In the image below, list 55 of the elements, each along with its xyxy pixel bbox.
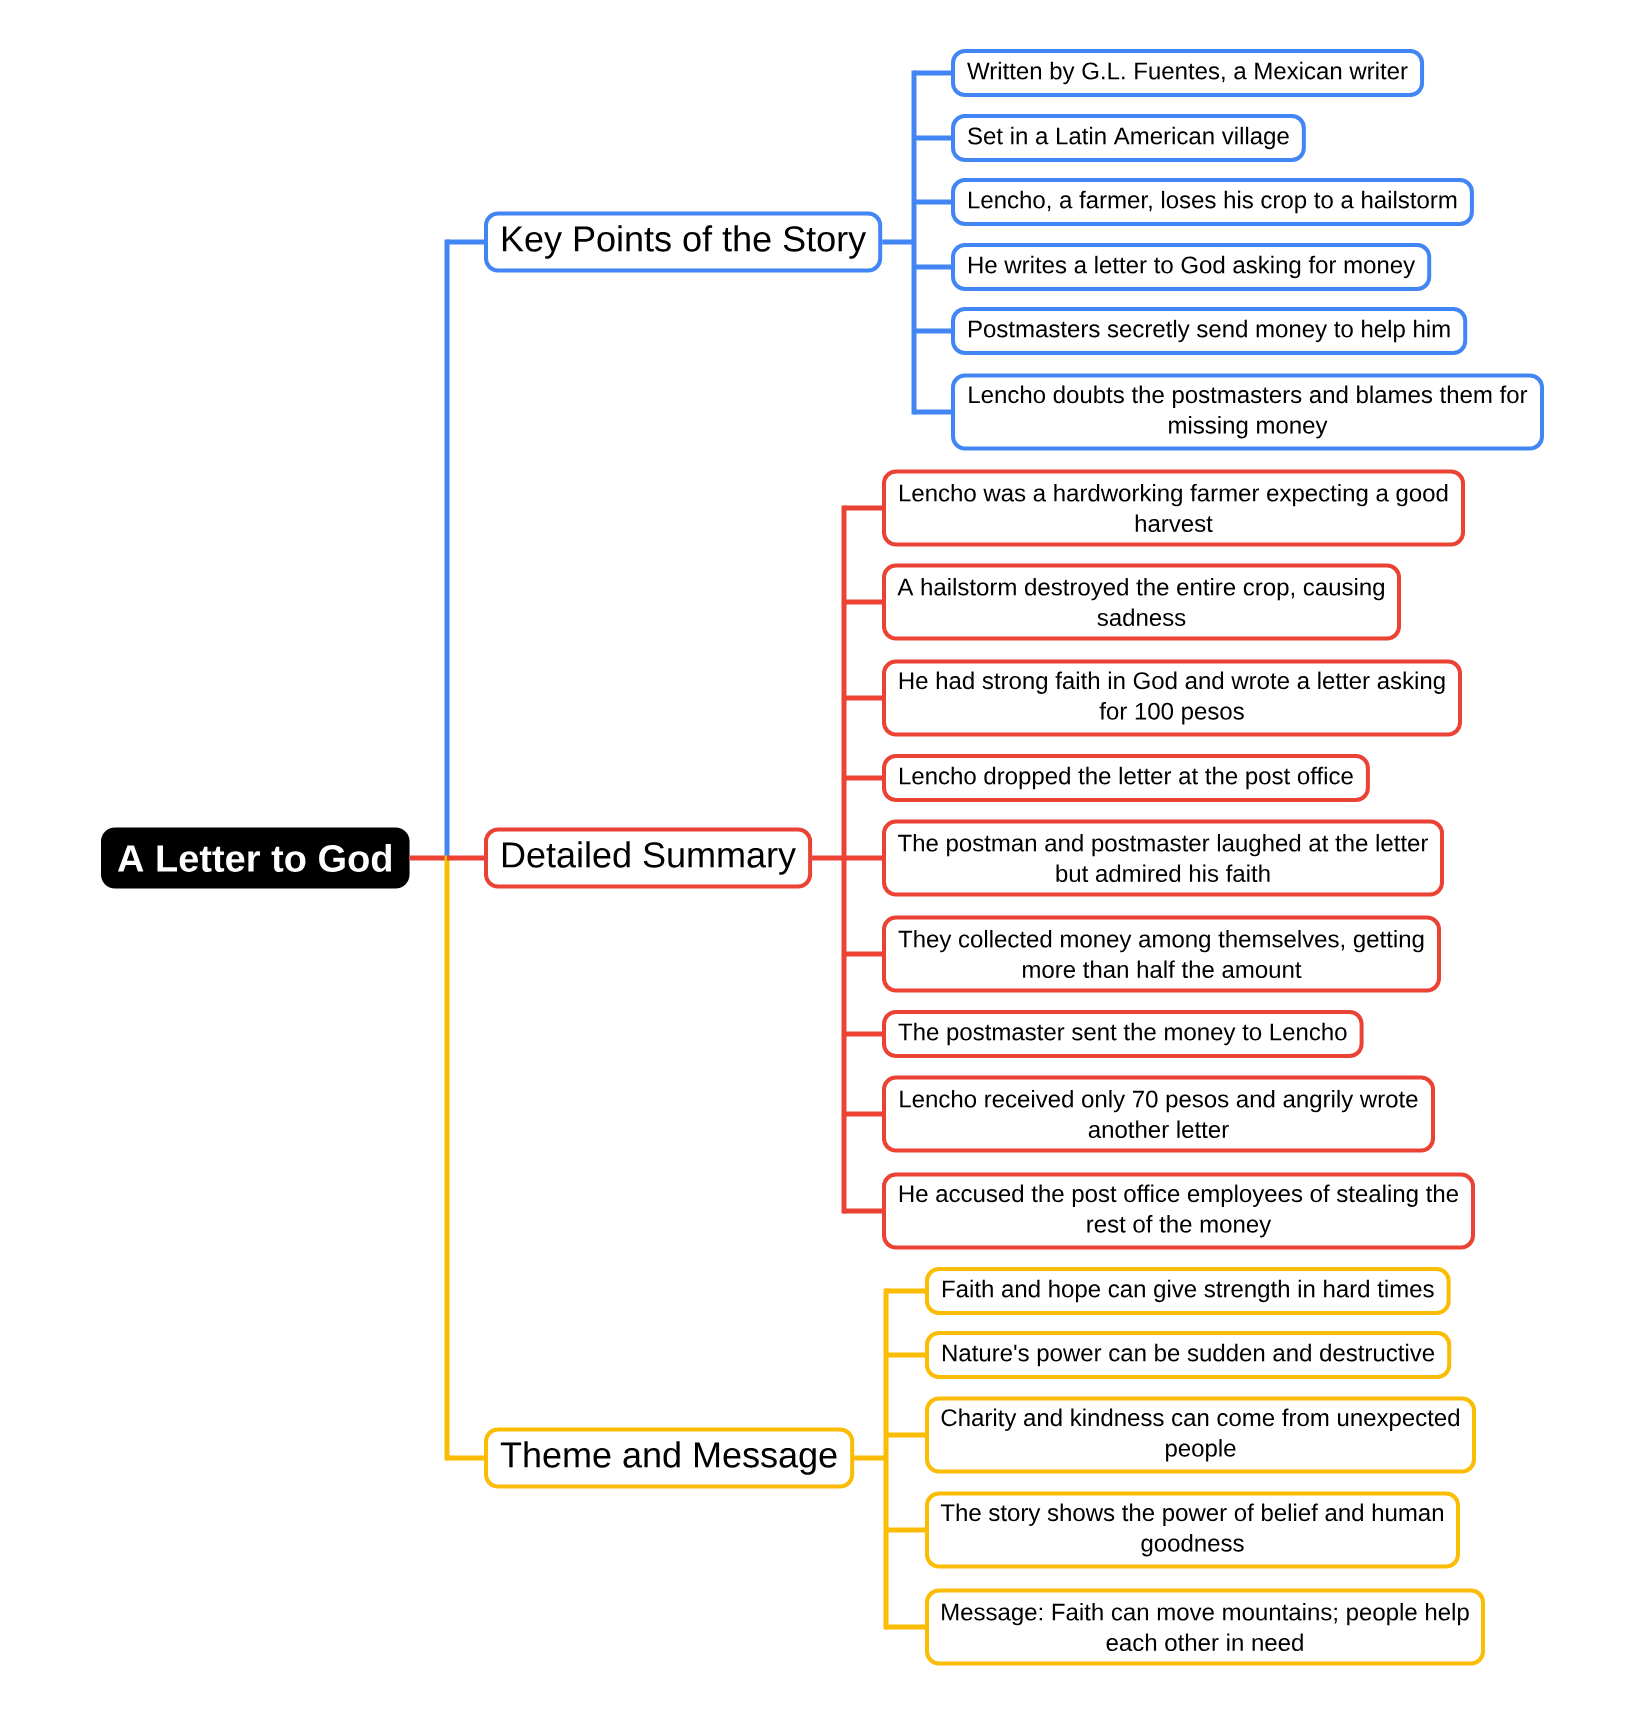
point-box: Lencho dropped the letter at the post office — [882, 754, 1370, 802]
point-box: Nature's power can be sudden and destructive — [925, 1331, 1452, 1379]
connector-line — [444, 855, 450, 1461]
point-box: Faith and hope can give strength in hard times — [925, 1267, 1451, 1315]
connector-line — [914, 199, 951, 205]
connector-line — [844, 855, 882, 861]
connector-line — [844, 1208, 882, 1214]
branch-box: Theme and Message — [484, 1427, 855, 1489]
connector-line — [914, 264, 951, 270]
point-box: Postmasters secretly send money to help him — [951, 307, 1468, 355]
point-box: The story shows the power of belief and human goodness — [925, 1491, 1460, 1569]
connector-line — [447, 1455, 484, 1461]
connector-line — [844, 695, 882, 701]
point-box: He had strong faith in God and wrote a letter asking for 100 pesos — [882, 659, 1462, 737]
connector-line — [844, 775, 882, 781]
connector-line — [886, 1352, 925, 1358]
connector-line — [844, 1111, 882, 1117]
connector-line — [914, 135, 951, 141]
point-box: Message: Faith can move mountains; people help each other in need — [925, 1588, 1485, 1666]
point-box: Lencho, a farmer, loses his crop to a hailstorm — [951, 178, 1474, 226]
topic-box: A Letter to God — [101, 827, 410, 889]
connector-line — [812, 855, 844, 861]
connector-line — [911, 70, 917, 415]
point-box: Lencho received only 70 pesos and angrily wrote another letter — [882, 1075, 1435, 1153]
point-box: Lencho doubts the postmasters and blames them for missing money — [951, 373, 1544, 451]
connector-line — [882, 239, 914, 245]
connector-line — [841, 505, 847, 1214]
connector-line — [914, 328, 951, 334]
point-box: He accused the post office employees of stealing the rest of the money — [882, 1172, 1475, 1250]
connector-line — [409, 855, 447, 861]
point-box: The postman and postmaster laughed at the letter but admired his faith — [882, 819, 1444, 897]
connector-line — [447, 855, 484, 861]
connector-line — [914, 70, 951, 76]
branch-box: Key Points of the Story — [484, 211, 883, 273]
connector-line — [883, 1288, 889, 1630]
connector-line — [886, 1527, 925, 1533]
connector-line — [844, 951, 882, 957]
point-box: He writes a letter to God asking for money — [951, 243, 1432, 291]
point-box: Lencho was a hardworking farmer expecting a good harvest — [882, 469, 1465, 547]
connector-line — [886, 1288, 925, 1294]
connector-line — [886, 1624, 925, 1630]
connector-line — [886, 1432, 925, 1438]
point-box: The postmaster sent the money to Lencho — [882, 1010, 1364, 1058]
connector-line — [844, 505, 882, 511]
point-box: Set in a Latin American village — [951, 114, 1306, 162]
point-box: Charity and kindness can come from unexpected people — [925, 1396, 1476, 1474]
connector-line — [854, 1455, 886, 1461]
point-box: Written by G.L. Fuentes, a Mexican writer — [951, 49, 1425, 97]
connector-line — [844, 599, 882, 605]
branch-box: Detailed Summary — [484, 827, 813, 889]
point-box: They collected money among themselves, getting more than half the amount — [882, 915, 1441, 993]
connector-line — [914, 409, 951, 415]
connector-line — [844, 1031, 882, 1037]
connector-line — [447, 239, 484, 245]
point-box: A hailstorm destroyed the entire crop, causing sadness — [882, 563, 1401, 641]
